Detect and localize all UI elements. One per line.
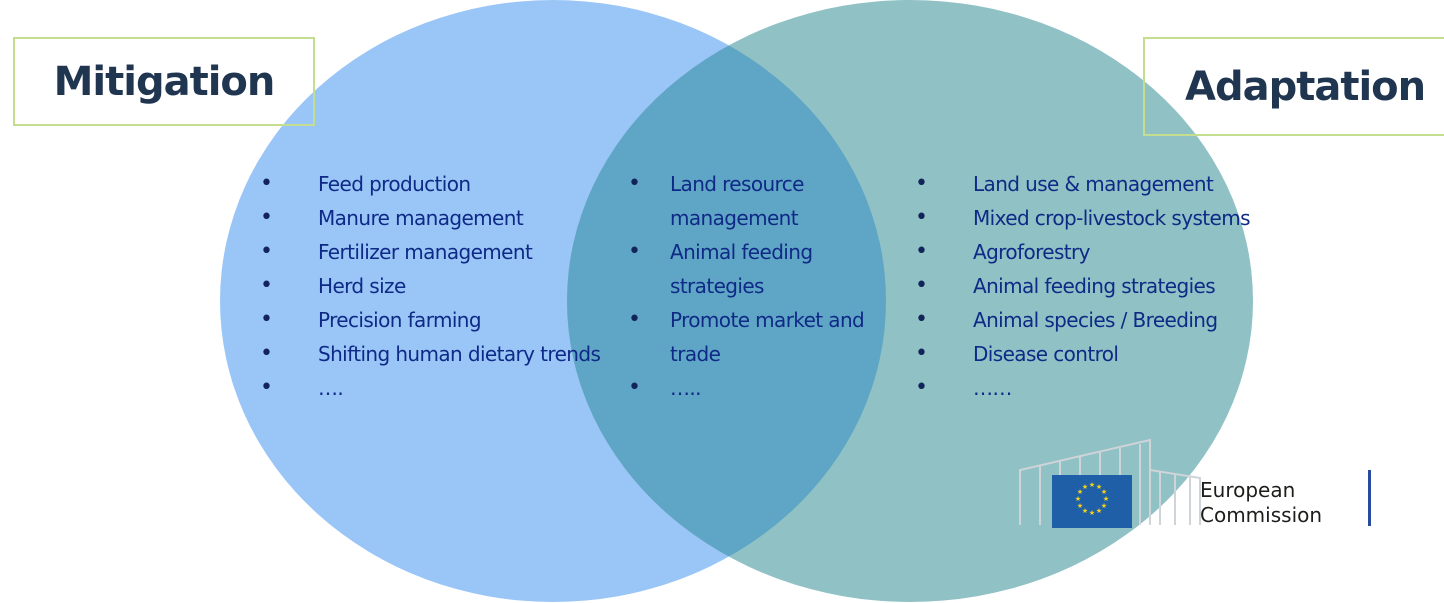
- list-item: •….: [260, 371, 658, 405]
- shared-list: •Land resource management •Animal feedin…: [628, 167, 870, 405]
- bullet-icon: •: [915, 273, 928, 298]
- bullet-icon: •: [915, 171, 928, 196]
- bullet-icon: •: [260, 307, 273, 332]
- bullet-icon: •: [260, 273, 273, 298]
- svg-text:★: ★: [1089, 509, 1095, 517]
- mitigation-title: Mitigation: [53, 58, 276, 105]
- list-item: •Animal species / Breeding: [915, 303, 1253, 337]
- svg-text:★: ★: [1077, 488, 1083, 496]
- bullet-icon: •: [915, 239, 928, 264]
- svg-text:★: ★: [1101, 488, 1107, 496]
- svg-text:★: ★: [1089, 481, 1095, 489]
- list-item: •Disease control: [915, 337, 1253, 371]
- list-item: •Precision farming: [260, 303, 658, 337]
- bullet-icon: •: [260, 239, 273, 264]
- bullet-icon: •: [628, 171, 641, 196]
- list-item: •Animal feeding strategies: [915, 269, 1253, 303]
- mitigation-list: •Feed production •Manure management •Fer…: [260, 167, 658, 405]
- list-item: •……: [915, 371, 1253, 405]
- svg-text:★: ★: [1096, 483, 1102, 491]
- eu-logo-line2: Commission: [1200, 503, 1323, 527]
- list-item: •Animal feeding strategies: [628, 235, 870, 303]
- bullet-icon: •: [628, 375, 641, 400]
- svg-text:★: ★: [1075, 495, 1081, 503]
- bullet-icon: •: [628, 239, 641, 264]
- adaptation-title: Adaptation: [1185, 63, 1426, 110]
- svg-text:★: ★: [1103, 495, 1109, 503]
- eu-logo-text: European Commission: [1200, 478, 1322, 528]
- svg-text:★: ★: [1082, 507, 1088, 515]
- bullet-icon: •: [915, 341, 928, 366]
- svg-text:★: ★: [1082, 483, 1088, 491]
- adaptation-list: •Land use & management •Mixed crop-lives…: [915, 167, 1253, 405]
- svg-text:★: ★: [1096, 507, 1102, 515]
- list-item: •Promote market and trade: [628, 303, 870, 371]
- bullet-icon: •: [915, 307, 928, 332]
- list-item: •Agroforestry: [915, 235, 1253, 269]
- bullet-icon: •: [915, 205, 928, 230]
- bullet-icon: •: [260, 205, 273, 230]
- overlap-region: [567, 0, 886, 602]
- bullet-icon: •: [915, 375, 928, 400]
- list-item: •Mixed crop-livestock systems: [915, 201, 1253, 235]
- list-item: •Shifting human dietary trends: [260, 337, 658, 371]
- list-item: •Manure management: [260, 201, 658, 235]
- list-item: •Land resource management: [628, 167, 870, 235]
- bullet-icon: •: [260, 341, 273, 366]
- eu-flag-icon: ★★★ ★★★ ★★★ ★★★: [1052, 475, 1132, 528]
- bullet-icon: •: [260, 171, 273, 196]
- eu-logo-line1: European: [1200, 478, 1296, 502]
- european-commission-logo: ★★★ ★★★ ★★★ ★★★: [1019, 438, 1201, 528]
- list-item: •Land use & management: [915, 167, 1253, 201]
- svg-text:★: ★: [1077, 502, 1083, 510]
- list-item: •Feed production: [260, 167, 658, 201]
- bullet-icon: •: [628, 307, 641, 332]
- bullet-icon: •: [260, 375, 273, 400]
- eu-logo-divider: [1368, 470, 1371, 526]
- list-item: •Herd size: [260, 269, 658, 303]
- adaptation-title-box: Adaptation: [1143, 37, 1444, 136]
- svg-text:★: ★: [1101, 502, 1107, 510]
- list-item: •Fertilizer management: [260, 235, 658, 269]
- mitigation-title-box: Mitigation: [13, 37, 315, 126]
- list-item: •…..: [628, 371, 870, 405]
